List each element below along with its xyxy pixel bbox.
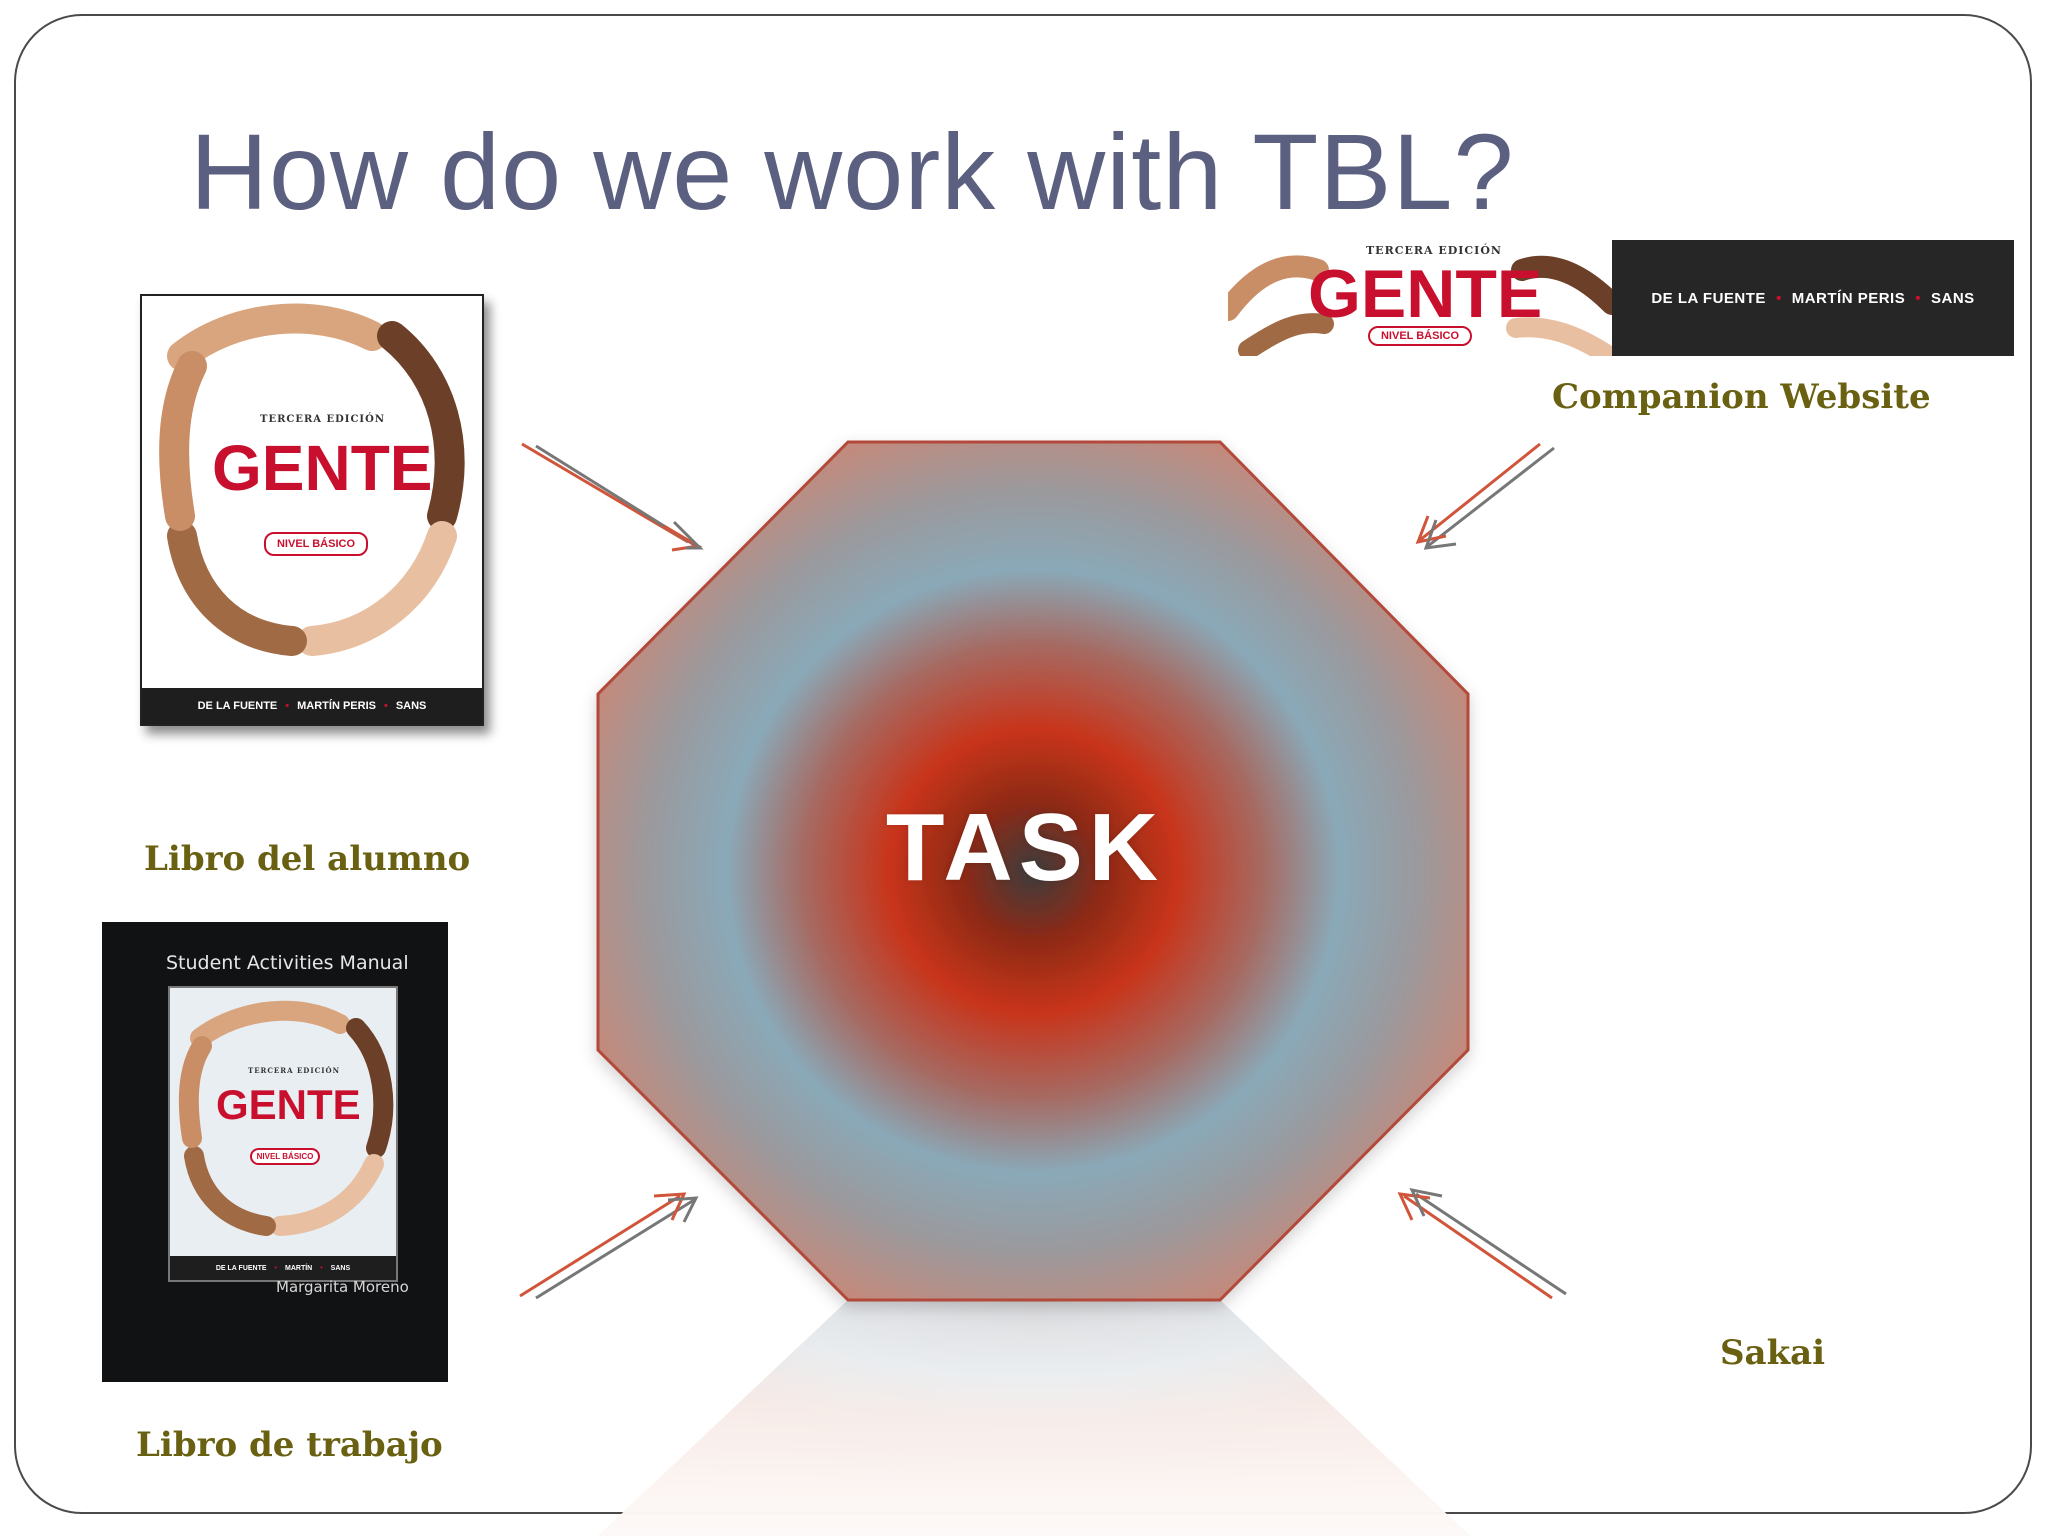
author-1: DE LA FUENTE [197, 700, 278, 712]
author-3: SANS [1930, 289, 1975, 307]
cover-title: GENTE [216, 1081, 361, 1128]
author-2: MARTÍN PERIS [297, 700, 376, 712]
author-1: DE LA FUENTE [1651, 289, 1766, 307]
author-separator: • [383, 700, 388, 712]
banner-authors: DE LA FUENTE • MARTÍN PERIS • SANS [1612, 240, 2014, 356]
hands-circle-illustration [178, 1000, 394, 1236]
task-label: TASK [885, 794, 1165, 901]
hands-circle-illustration [159, 303, 465, 656]
author-separator: • [1915, 289, 1921, 307]
reflection-fade [598, 1300, 1470, 1536]
author-separator: • [285, 700, 290, 712]
hands-circle-illustration [1228, 255, 1612, 356]
author-separator: • [320, 1264, 323, 1272]
banner-title: GENTE [1308, 256, 1543, 332]
banner-level: NIVEL BÁSICO [1368, 326, 1472, 346]
double-arrow-icon [521, 442, 704, 552]
double-arrow-icon [1397, 1187, 1567, 1300]
companion-website-banner: TERCERA EDICIÓN GENTE NIVEL BÁSICO DE LA… [1228, 240, 2014, 356]
double-arrow-icon [1415, 442, 1555, 550]
cover-edition: TERCERA EDICIÓN [248, 1066, 340, 1075]
libro-de-trabajo-label: Libro de trabajo [136, 1425, 443, 1465]
sakai-label: Sakai [1720, 1333, 1826, 1373]
inner-cover: TERCERA EDICIÓN GENTE NIVEL BÁSICO DE LA… [168, 986, 398, 1282]
author-2: MARTÍN PERIS [1791, 289, 1906, 307]
libro-del-alumno-cover: TERCERA EDICIÓN GENTE NIVEL BÁSICO DE LA… [140, 294, 484, 726]
banner-edition: TERCERA EDICIÓN [1366, 244, 1502, 257]
cover-authors: DE LA FUENTE • MARTÍN PERIS • SANS [142, 688, 482, 724]
cover-level: NIVEL BÁSICO [264, 532, 368, 556]
double-arrow-icon [519, 1192, 699, 1300]
cover-heading: Student Activities Manual [166, 952, 409, 974]
author-3: SANS [395, 700, 427, 712]
task-octagon [596, 440, 1470, 1302]
cover-title: GENTE [212, 432, 433, 504]
author-separator: • [274, 1264, 277, 1272]
libro-de-trabajo-cover: Student Activities Manual TERCERA EDICIÓ… [102, 922, 448, 1382]
companion-website-label: Companion Website [1552, 377, 1931, 417]
banner-logo: TERCERA EDICIÓN GENTE NIVEL BÁSICO [1228, 240, 1612, 356]
cover-level: NIVEL BÁSICO [250, 1148, 320, 1165]
author-separator: • [1775, 289, 1782, 307]
cover-edition: TERCERA EDICIÓN [260, 414, 385, 425]
author-1: DE LA FUENTE [215, 1264, 267, 1272]
cover-author: Margarita Moreno [276, 1278, 409, 1296]
libro-del-alumno-label: Libro del alumno [144, 839, 471, 879]
author-2: MARTÍN [285, 1264, 313, 1272]
cover-authors: DE LA FUENTE • MARTÍN • SANS [170, 1256, 396, 1280]
author-3: SANS [330, 1264, 351, 1272]
slide-title: How do we work with TBL? [190, 111, 1515, 232]
